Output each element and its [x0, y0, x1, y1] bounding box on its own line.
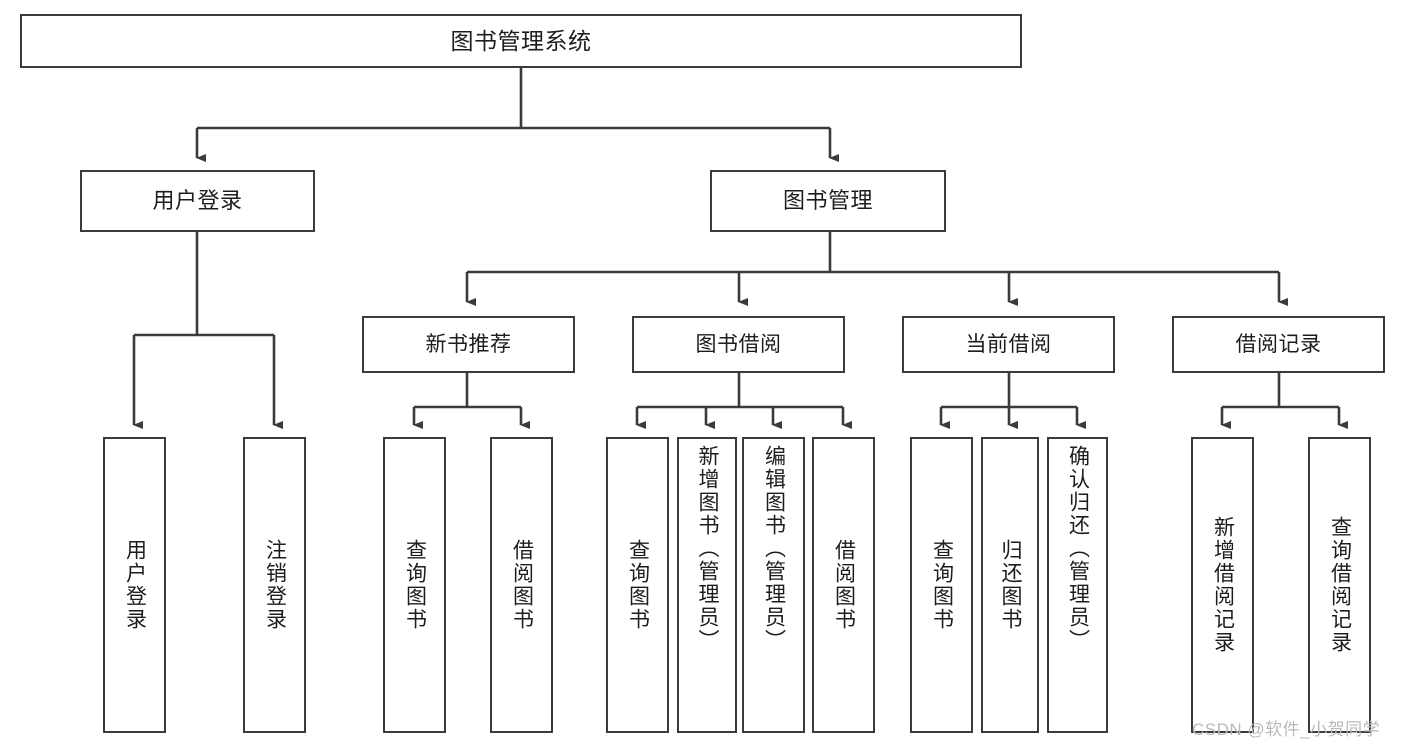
node-leaf-add-record[interactable]: 新增借阅记录 [1191, 437, 1254, 733]
node-borrow-record[interactable]: 借阅记录 [1172, 316, 1385, 373]
node-leaf-user-login[interactable]: 用户登录 [103, 437, 166, 733]
node-label: 用户登录 [123, 539, 147, 631]
node-leaf-query-record[interactable]: 查询借阅记录 [1308, 437, 1371, 733]
node-label: 注销登录 [263, 539, 287, 631]
node-label: 借阅记录 [1235, 332, 1322, 356]
node-label: 借阅图书 [832, 539, 856, 631]
csdn-watermark: CSDN @软件_小贺同学 [1192, 720, 1381, 739]
node-leaf-borrow-book-2[interactable]: 借阅图书 [812, 437, 875, 733]
node-book-borrow[interactable]: 图书借阅 [632, 316, 845, 373]
node-book-management-system[interactable]: 图书管理系统 [20, 14, 1022, 68]
node-label: 新增图书（管理员） [696, 445, 720, 652]
node-leaf-borrow-book-1[interactable]: 借阅图书 [490, 437, 553, 733]
node-leaf-query-book-2[interactable]: 查询图书 [606, 437, 669, 733]
node-new-book-recommend[interactable]: 新书推荐 [362, 316, 575, 373]
node-leaf-add-book[interactable]: 新增图书（管理员） [677, 437, 737, 733]
node-label: 归还图书 [999, 539, 1023, 631]
node-label: 查询图书 [930, 539, 954, 631]
node-leaf-query-book-1[interactable]: 查询图书 [383, 437, 446, 733]
node-label: 图书借阅 [695, 332, 782, 356]
node-label: 当前借阅 [965, 332, 1052, 356]
node-leaf-return-book[interactable]: 归还图书 [981, 437, 1039, 733]
node-label: 新增借阅记录 [1211, 516, 1235, 654]
node-label: 新书推荐 [425, 332, 512, 356]
node-label: 借阅图书 [510, 539, 534, 631]
node-label: 查询图书 [626, 539, 650, 631]
node-label: 用户登录 [152, 187, 243, 213]
node-label: 图书管理系统 [450, 27, 592, 54]
node-leaf-confirm-return[interactable]: 确认归还（管理员） [1047, 437, 1108, 733]
node-label: 查询图书 [403, 539, 427, 631]
node-leaf-edit-book[interactable]: 编辑图书（管理员） [742, 437, 805, 733]
node-label: 确认归还（管理员） [1066, 445, 1090, 652]
node-book-management[interactable]: 图书管理 [710, 170, 946, 232]
node-label: 图书管理 [782, 187, 873, 213]
node-label: 查询借阅记录 [1328, 516, 1352, 654]
node-label: 编辑图书（管理员） [762, 445, 786, 652]
node-leaf-query-book-3[interactable]: 查询图书 [910, 437, 973, 733]
node-leaf-logout-login[interactable]: 注销登录 [243, 437, 306, 733]
node-user-login[interactable]: 用户登录 [80, 170, 315, 232]
node-current-borrow[interactable]: 当前借阅 [902, 316, 1115, 373]
